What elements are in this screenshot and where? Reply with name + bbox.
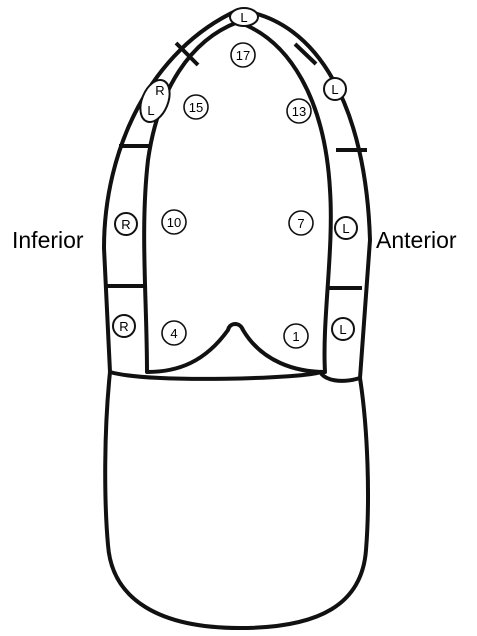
- electrode-letter: L: [342, 221, 349, 236]
- point-4: 4: [162, 321, 186, 345]
- electrode-letter: L: [331, 82, 338, 97]
- electrode-letter: R: [155, 83, 164, 98]
- point-number: 17: [236, 48, 250, 63]
- electrode-letter: L: [339, 322, 346, 337]
- electrode-letter: L: [240, 10, 247, 25]
- anterior-label: Anterior: [376, 229, 457, 252]
- lower-body-outline: [105, 372, 368, 628]
- electrode-upper-left: R L: [135, 76, 176, 127]
- point-1: 1: [284, 324, 308, 348]
- electrode-letter: R: [121, 217, 130, 232]
- band-divider-top-right: [295, 44, 316, 64]
- inner-cavity-outline: [144, 22, 331, 372]
- electrode-top: L: [230, 8, 258, 26]
- electrode-letter: L: [147, 103, 154, 118]
- point-number: 7: [297, 216, 304, 231]
- electrode-letter: R: [119, 319, 128, 334]
- point-13: 13: [287, 99, 311, 123]
- point-number: 10: [167, 215, 181, 230]
- electrode-middle-right: L: [335, 217, 357, 239]
- point-10: 10: [162, 210, 186, 234]
- point-number: 13: [292, 104, 306, 119]
- electrode-middle-left: R: [115, 213, 137, 235]
- electrode-lower-left: R: [113, 315, 135, 337]
- point-number: 4: [170, 326, 177, 341]
- electrode-lower-right: L: [332, 318, 354, 340]
- point-number: 15: [189, 100, 203, 115]
- point-15: 15: [184, 95, 208, 119]
- point-17: 17: [231, 43, 255, 67]
- point-number: 1: [292, 329, 299, 344]
- inferior-label: Inferior: [12, 229, 84, 252]
- electrode-upper-right: L: [324, 78, 346, 100]
- point-7: 7: [289, 211, 313, 235]
